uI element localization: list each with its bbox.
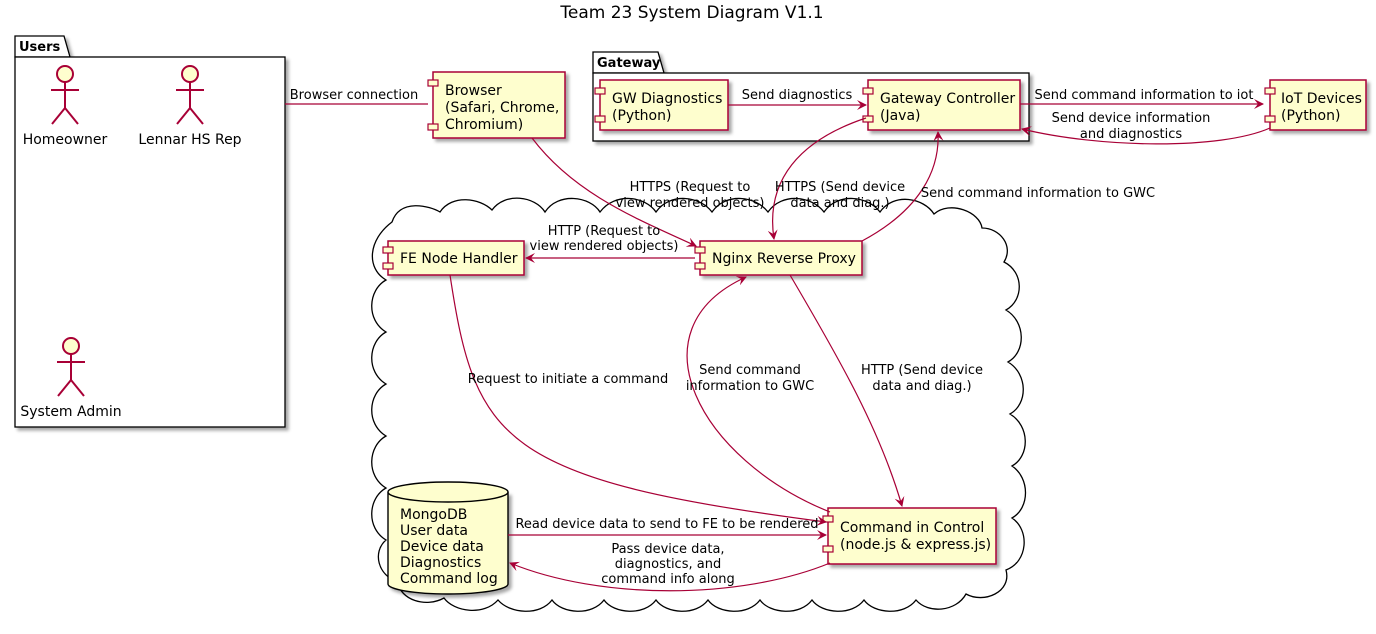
edge-label-https-send-device-1: HTTPS (Send device	[775, 180, 905, 195]
edge-label-send-cmd-gwc-mid-2: information to GWC	[686, 379, 814, 394]
edge-send-device-info	[1021, 126, 1271, 145]
gw-diagnostics-label-2: (Python)	[612, 108, 671, 124]
command-label-2: (node.js & express.js)	[840, 537, 991, 553]
gw-diagnostics-label-1: GW Diagnostics	[612, 91, 722, 107]
mongodb-label-3: Device data	[400, 539, 484, 555]
browser-label-1: Browser	[445, 83, 502, 99]
iot-devices-label-2: (Python)	[1281, 108, 1340, 124]
edge-label-send-device-info-2: and diagnostics	[1080, 127, 1182, 142]
edge-label-pass-device-data-1: Pass device data,	[611, 542, 724, 557]
gateway-package-label: Gateway	[597, 56, 661, 71]
edge-send-cmd-gwc-top	[861, 131, 944, 242]
mongodb-label-5: Command log	[400, 571, 498, 587]
edge-http-send-device	[789, 274, 905, 507]
actor-lennar-label: Lennar HS Rep	[138, 132, 241, 148]
users-package-label: Users	[19, 40, 61, 55]
iot-devices-label-1: IoT Devices	[1281, 91, 1362, 107]
edge-https-send-device	[767, 117, 867, 240]
edge-label-send-cmd-gwc-mid-1: Send command	[699, 363, 801, 378]
actor-lennar-hs-rep	[176, 65, 204, 125]
edge-label-pass-device-data-3: command info along	[601, 572, 735, 587]
edge-label-request-initiate: Request to initiate a command	[468, 372, 668, 387]
component-command-in-control: Command in Control (node.js & express.js…	[822, 507, 997, 565]
mongodb-label-1: MongoDB	[400, 507, 467, 523]
mongodb-label-2: User data	[400, 523, 468, 539]
component-gateway-controller: Gateway Controller (Java)	[862, 79, 1021, 131]
edge-send-cmd-gwc-mid	[686, 276, 831, 513]
edge-label-https-request-1: HTTPS (Request to	[630, 180, 751, 195]
edge-label-read-device-data: Read device data to send to FE to be ren…	[515, 517, 818, 532]
edge-https-request	[531, 137, 697, 247]
component-iot-devices: IoT Devices (Python)	[1264, 79, 1367, 131]
component-nginx-reverse-proxy: Nginx Reverse Proxy	[694, 240, 863, 276]
edge-label-https-send-device-2: data and diag.)	[790, 196, 889, 211]
nginx-label: Nginx Reverse Proxy	[712, 251, 856, 267]
actor-homeowner-label: Homeowner	[23, 132, 108, 148]
component-fe-node-handler: FE Node Handler	[382, 240, 525, 276]
command-label-1: Command in Control	[840, 520, 984, 536]
edge-label-send-cmd-iot: Send command information to iot	[1035, 88, 1254, 103]
browser-label-3: Chromium)	[445, 117, 523, 133]
actor-system-admin	[57, 337, 85, 397]
users-package: Users	[14, 35, 286, 428]
diagram-title: Team 23 System Diagram V1.1	[559, 3, 823, 23]
fe-node-handler-label: FE Node Handler	[400, 251, 518, 267]
edge-label-http-send-device-2: data and diag.)	[872, 379, 971, 394]
edge-label-pass-device-data-2: diagnostics, and	[615, 557, 721, 572]
gateway-controller-label-1: Gateway Controller	[880, 91, 1015, 107]
actor-homeowner	[51, 65, 79, 125]
component-browser: Browser (Safari, Chrome, Chromium)	[427, 71, 566, 139]
edge-label-send-device-info-1: Send device information	[1052, 111, 1211, 126]
edge-label-send-diagnostics: Send diagnostics	[742, 88, 853, 103]
edge-pass-device-data	[509, 561, 831, 592]
browser-label-2: (Safari, Chrome,	[445, 100, 559, 116]
gateway-controller-label-2: (Java)	[880, 108, 921, 124]
database-mongodb: MongoDB User data Device data Diagnostic…	[387, 481, 509, 595]
actor-system-admin-label: System Admin	[20, 404, 121, 420]
mongodb-label-4: Diagnostics	[400, 555, 481, 571]
edge-label-browser-connection: Browser connection	[290, 88, 418, 103]
edge-label-https-request-2: view rendered objects)	[616, 196, 765, 211]
edge-label-send-cmd-gwc-top: Send command information to GWC	[921, 186, 1155, 201]
component-gw-diagnostics: GW Diagnostics (Python)	[594, 79, 729, 131]
edge-label-http-request-1: HTTP (Request to	[548, 224, 661, 239]
edge-request-initiate	[449, 274, 827, 526]
edge-label-http-request-2: view rendered objects)	[530, 239, 679, 254]
edge-label-http-send-device-1: HTTP (Send device	[861, 363, 983, 378]
